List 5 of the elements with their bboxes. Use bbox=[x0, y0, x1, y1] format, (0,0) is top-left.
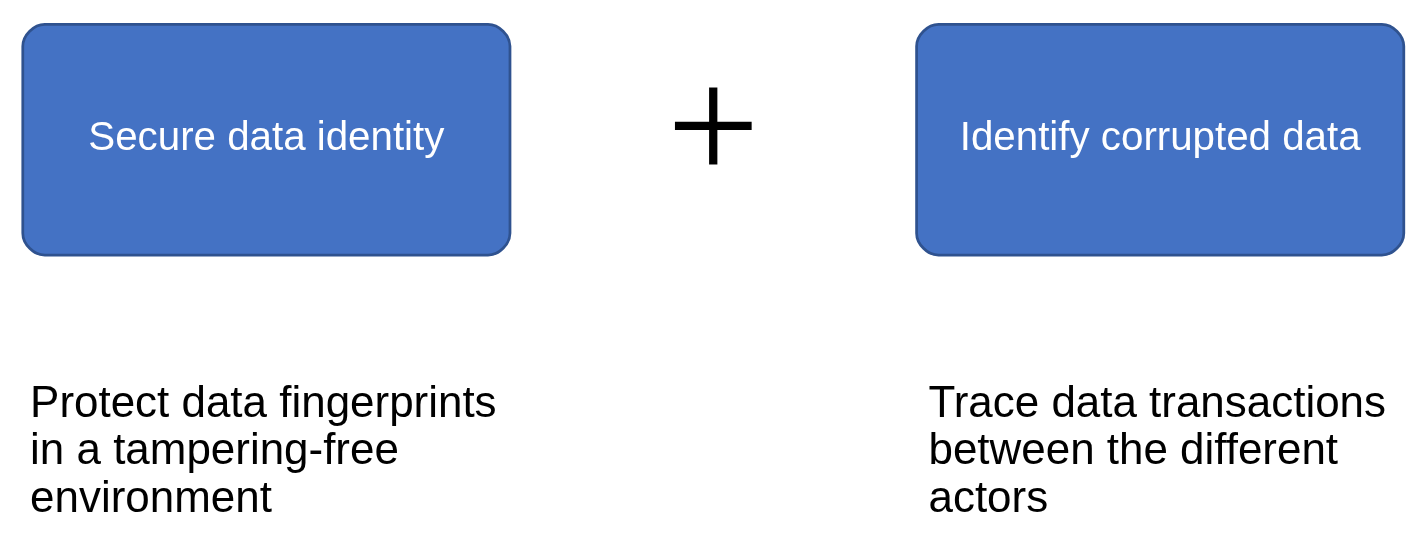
node-box: Secure data identity bbox=[21, 22, 512, 256]
label: + bbox=[666, 33, 760, 217]
node-label: Trace data transactions between the different actors bbox=[928, 376, 1387, 521]
node-box: Identify corrupted data bbox=[915, 22, 1406, 256]
node-label: Protect data fingerprints in a tampering-free environment bbox=[30, 376, 497, 521]
